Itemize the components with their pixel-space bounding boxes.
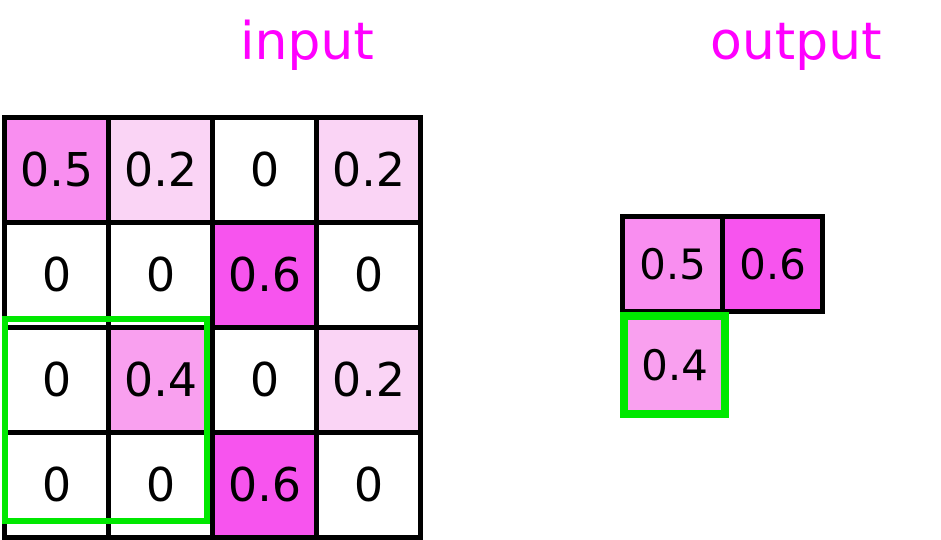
output-cell-1[interactable]: 0.5 <box>620 214 725 314</box>
input-cell-r2-c2[interactable]: 0 <box>106 220 215 330</box>
input-cell-r4-c4[interactable]: 0 <box>314 430 423 540</box>
input-cell-r3-c3[interactable]: 0 <box>210 325 319 435</box>
input-cell-r4-c2[interactable]: 0 <box>106 430 215 540</box>
input-cell-r1-c4[interactable]: 0.2 <box>314 115 423 225</box>
input-cell-r3-c4[interactable]: 0.2 <box>314 325 423 435</box>
input-cell-r2-c3[interactable]: 0.6 <box>210 220 319 330</box>
input-cell-r4-c3[interactable]: 0.6 <box>210 430 319 540</box>
output-title: output <box>710 12 882 72</box>
input-cell-r2-c1[interactable]: 0 <box>2 220 111 330</box>
input-cell-r2-c4[interactable]: 0 <box>314 220 423 330</box>
input-cell-r3-c1[interactable]: 0 <box>2 325 111 435</box>
output-selected-cell: 0.4 <box>620 312 729 418</box>
input-cell-r4-c1[interactable]: 0 <box>2 430 111 540</box>
input-cell-r1-c3[interactable]: 0 <box>210 115 319 225</box>
input-cell-r1-c2[interactable]: 0.2 <box>106 115 215 225</box>
output-cell-2[interactable]: 0.6 <box>720 214 825 314</box>
input-cell-r1-c1[interactable]: 0.5 <box>2 115 111 225</box>
input-cell-r3-c2[interactable]: 0.4 <box>106 325 215 435</box>
input-title: input <box>240 12 374 72</box>
